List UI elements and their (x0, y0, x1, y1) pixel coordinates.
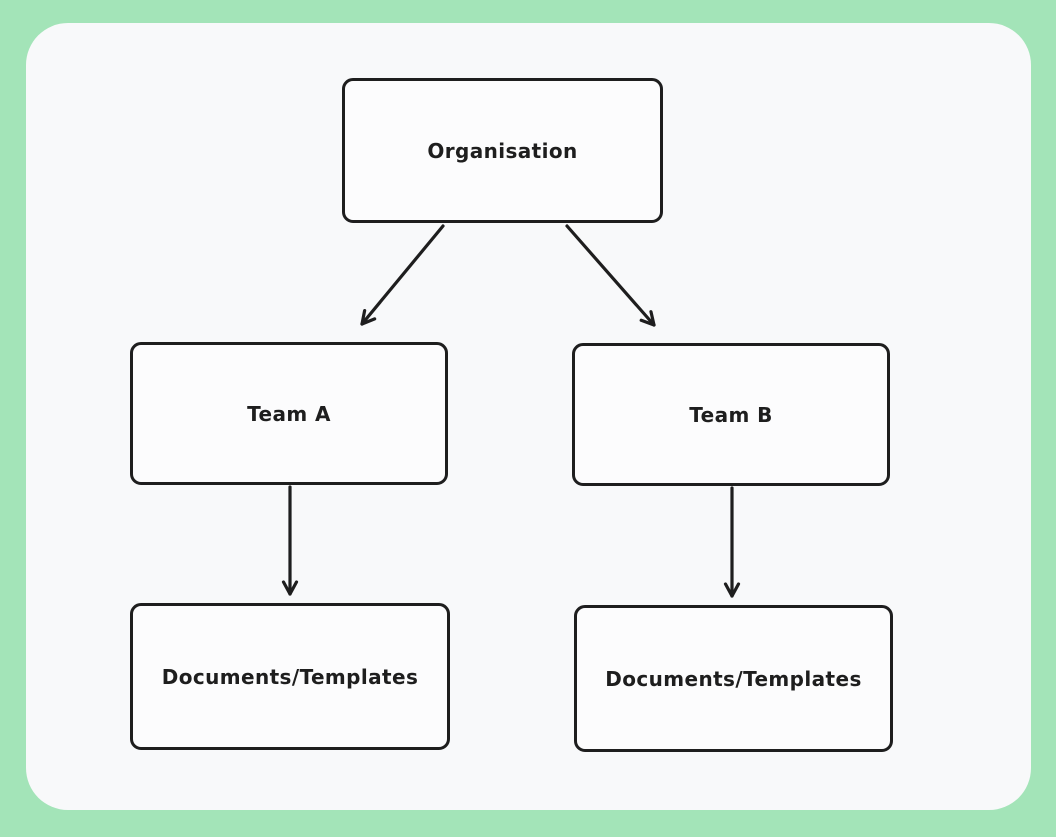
node-organisation[interactable]: Organisation (342, 78, 663, 223)
node-team-b-label: Team B (689, 402, 773, 427)
node-documents-templates-a-label: Documents/Templates (161, 664, 419, 689)
node-team-a[interactable]: Team A (130, 342, 448, 485)
node-organisation-label: Organisation (427, 138, 578, 163)
node-documents-templates-b-label: Documents/Templates (605, 666, 862, 691)
node-documents-templates-b[interactable]: Documents/Templates (574, 605, 893, 752)
node-documents-templates-a[interactable]: Documents/Templates (130, 603, 450, 750)
node-team-b[interactable]: Team B (572, 343, 890, 486)
node-team-a-label: Team A (247, 401, 331, 426)
